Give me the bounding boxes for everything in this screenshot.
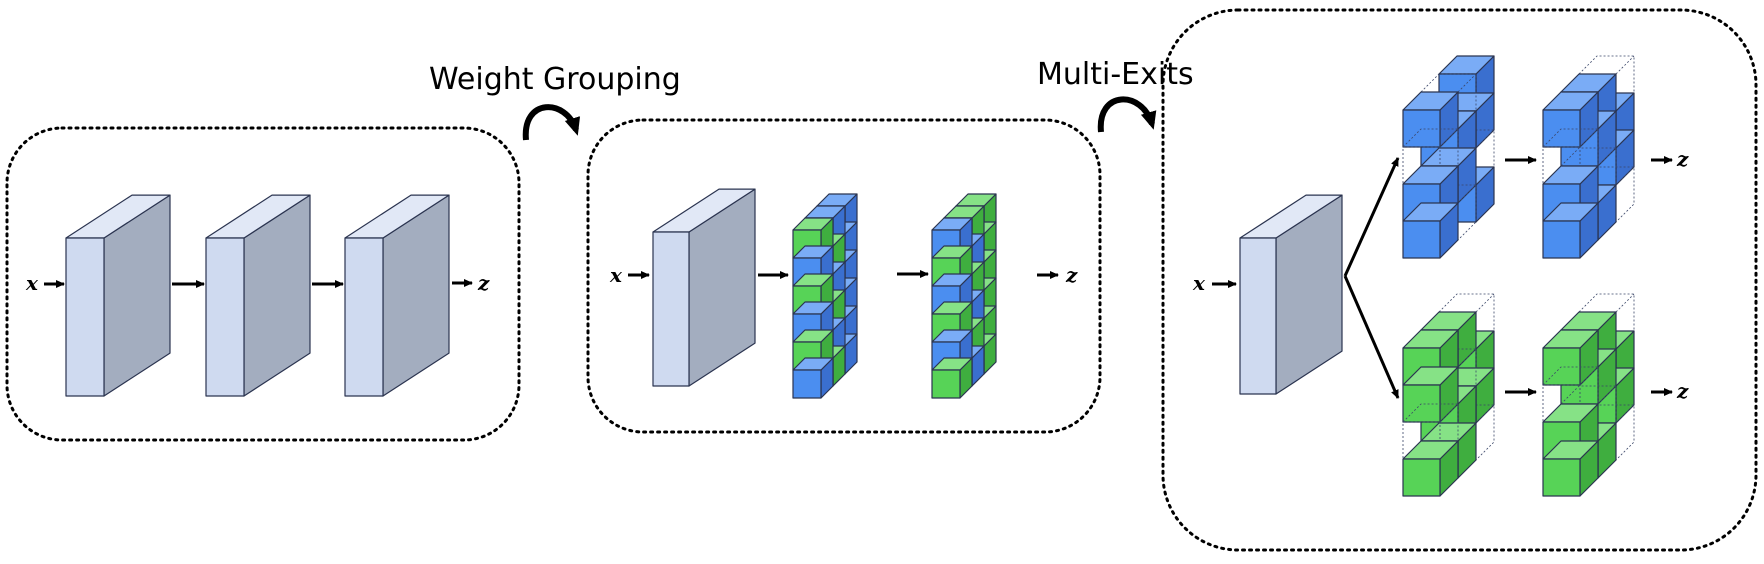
output-label: z (1676, 379, 1689, 403)
plate-front (344, 237, 384, 397)
cube-block (1542, 55, 1635, 259)
arrow-right-icon (1343, 275, 1400, 399)
ghost-back (1402, 403, 1459, 460)
ghost-back (1542, 366, 1599, 423)
ghost-back (1420, 73, 1477, 130)
curved-arrow-icon (522, 104, 581, 141)
curved-arrow-icon (1097, 96, 1157, 133)
ghost-edge (1457, 73, 1477, 93)
cube-front (792, 369, 822, 399)
output-label: z (477, 271, 490, 295)
cube-front (1542, 458, 1581, 497)
layer-plate (1239, 194, 1343, 395)
layer-plate (344, 194, 450, 397)
original-network-layers (44, 194, 473, 397)
output-label: z (1676, 147, 1689, 171)
ghost-edge (1597, 385, 1617, 405)
cube-front (1542, 109, 1581, 148)
ghost-back (1560, 147, 1617, 204)
arrow-right-icon (1343, 157, 1400, 277)
layer-plate (652, 188, 756, 387)
caption-weight-grouping: Weight Grouping (429, 62, 681, 97)
input-label: x (1192, 271, 1206, 295)
plate-front (65, 237, 105, 397)
cube-front (1402, 384, 1441, 423)
ghost-back (1542, 128, 1599, 185)
ghost-edge (1475, 293, 1495, 313)
cube-block (1402, 293, 1495, 497)
green-cube (1402, 440, 1459, 497)
blue-cube (792, 301, 834, 343)
plate-front (1239, 237, 1277, 395)
cube-block (792, 193, 858, 399)
ghost-edge (1439, 403, 1459, 423)
ghost-back (1402, 128, 1459, 185)
ghost-edge (1615, 166, 1635, 186)
cube-front (1402, 109, 1441, 148)
blue-cube (1402, 202, 1459, 259)
ghost-edge (1615, 404, 1635, 424)
cube-front (931, 369, 961, 399)
ghost-edge (1457, 184, 1477, 204)
ghost-edge (1475, 404, 1495, 424)
ghost-edge (1579, 366, 1599, 386)
input-label: x (25, 271, 39, 295)
ghost-edge (1579, 128, 1599, 148)
plate-front (205, 237, 245, 397)
blue-cube (1542, 202, 1599, 259)
grouped-network-layers (628, 188, 1059, 399)
layer-plate (65, 194, 171, 397)
cube-front (1542, 220, 1581, 259)
ghost-back (1560, 385, 1617, 442)
ghost-back (1578, 55, 1635, 112)
cube-front (1402, 458, 1441, 497)
caption-multi-exits: Multi-Exits (1037, 57, 1194, 92)
panel-weight-grouping (586, 118, 1102, 434)
ghost-edge (1615, 293, 1635, 313)
input-label: x (609, 263, 623, 287)
ghost-edge (1597, 147, 1617, 167)
output-label: z (1065, 263, 1078, 287)
cube-block (1402, 55, 1495, 259)
cube-block (1542, 293, 1635, 497)
ghost-edge (1615, 55, 1635, 75)
panel-original-network (5, 126, 521, 442)
green-cube (931, 357, 973, 399)
green-cube (1542, 440, 1599, 497)
multi-exit-network-layers (1212, 55, 1673, 497)
ghost-edge (1475, 129, 1495, 149)
ghost-edge (1439, 128, 1459, 148)
cube-block (931, 193, 997, 399)
ghost-edge (1457, 348, 1477, 368)
ghost-back (1438, 293, 1495, 350)
panel-multi-exits (1161, 8, 1758, 552)
layer-plate (205, 194, 311, 397)
ghost-back (1578, 293, 1635, 350)
blue-cube (1542, 91, 1599, 148)
cube-front (1402, 220, 1441, 259)
blue-cube (792, 357, 834, 399)
plate-front (652, 231, 690, 387)
cube-front (1542, 347, 1581, 386)
